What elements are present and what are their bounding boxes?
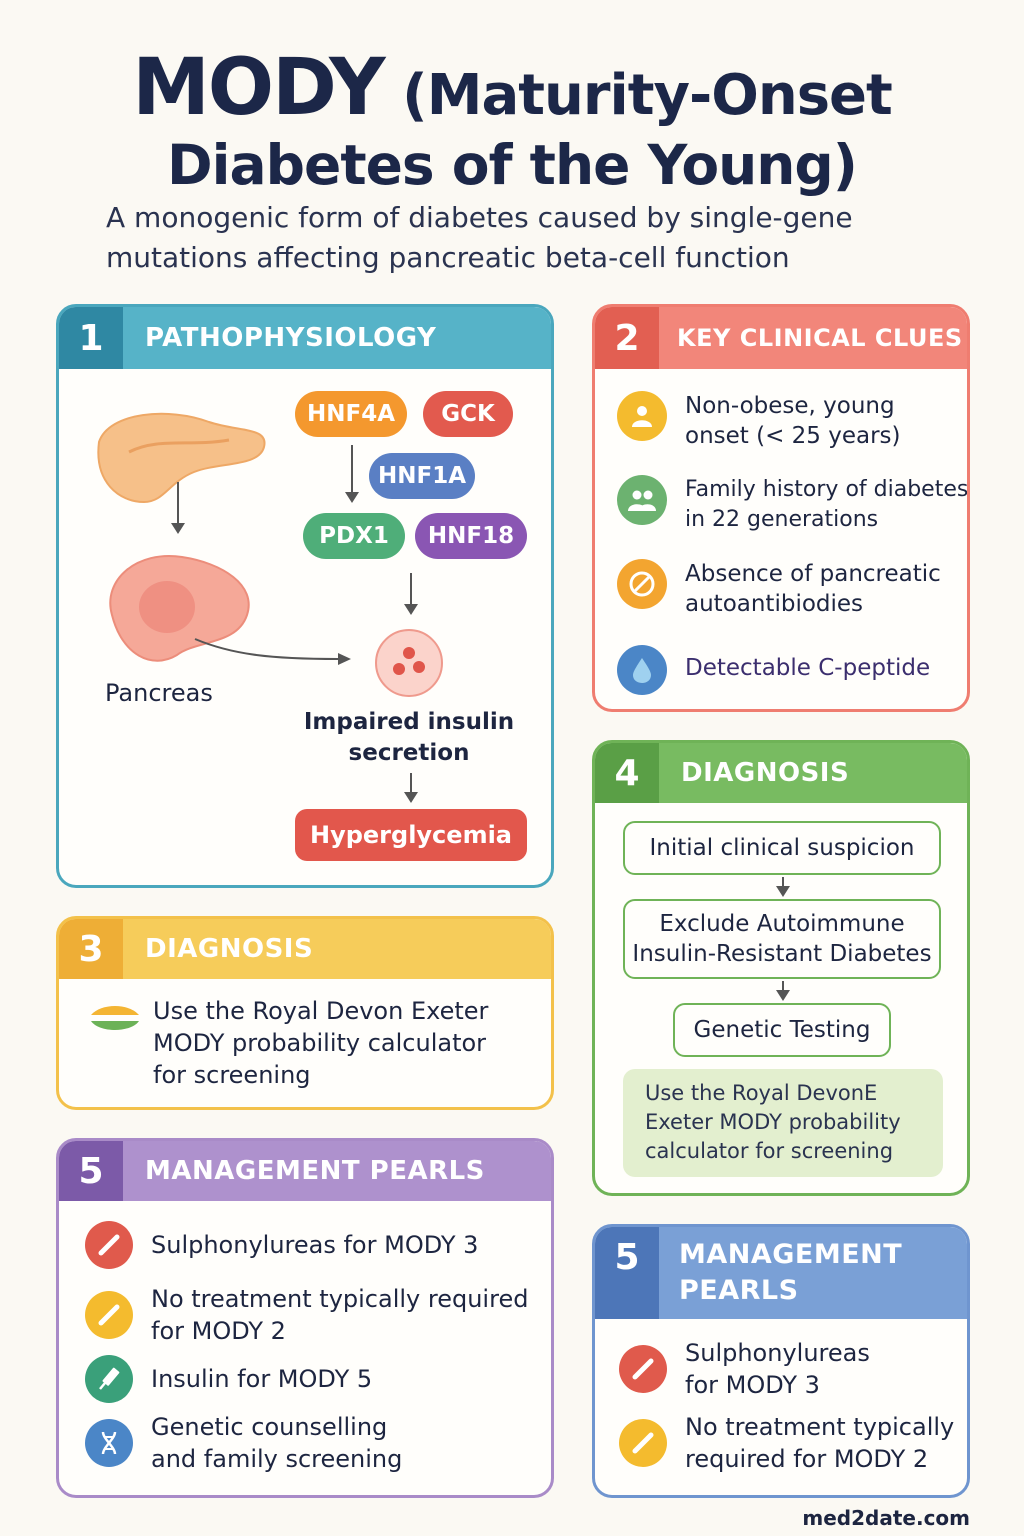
syringe-icon (85, 1355, 133, 1403)
clue-item: Family history of diabetes in 22 generat… (617, 475, 969, 535)
management-pearls-summary-card: 5 MANAGEMENT PEARLS Sulphonylureas for M… (592, 1224, 970, 1498)
gene-pill-hnf18: HNF18 (415, 513, 527, 559)
page-title: MODY (Maturity-Onset Diabetes of the You… (0, 43, 1024, 197)
clue-item: Detectable C-peptide (617, 645, 930, 695)
footer-credit: med2date.com (802, 1506, 970, 1530)
flow-arrow (776, 981, 790, 1001)
section-title: KEY CLINICAL CLUES (677, 324, 963, 352)
management-text: Sulphonylureas for MODY 3 (151, 1231, 479, 1259)
section-title: MANAGEMENT PEARLS (659, 1237, 902, 1309)
clinical-clues-header: 2 KEY CLINICAL CLUES (595, 307, 967, 369)
section-title-line1: MANAGEMENT (679, 1239, 903, 1270)
clue-item: Absence of pancreatic autoantibiodies (617, 559, 955, 619)
management-item: Genetic counselling and family screening (85, 1411, 431, 1475)
clue-text: Detectable C-peptide (685, 655, 931, 681)
drop-icon (617, 645, 667, 695)
dna-icon (85, 1419, 133, 1467)
pill-icon (85, 1221, 133, 1269)
flow-arrow (171, 482, 185, 534)
management-text: Sulphonylureas for MODY 3 (685, 1339, 870, 1399)
clue-item: Non-obese, young onset (< 25 years) (617, 391, 915, 451)
diagnosis-step-3: Genetic Testing (673, 1003, 891, 1057)
management-item: Sulphonylureas for MODY 3 (619, 1337, 885, 1401)
management-pearls-header: 5 MANAGEMENT PEARLS (59, 1141, 551, 1201)
diagnosis-summary-card: 3 DIAGNOSIS Use the Royal Devon Exeter M… (56, 916, 554, 1110)
diagnosis-pathway-header: 4 DIAGNOSIS (595, 743, 967, 803)
diagnosis-step-2: Exclude Autoimmune Insulin-Resistant Dia… (623, 899, 941, 979)
gene-pill-hnf1a: HNF1A (369, 453, 475, 499)
management-text: Insulin for MODY 5 (151, 1365, 373, 1393)
pathophysiology-card: 1 PATHOPHYSIOLOGY Pancreas HNF4A GCK HNF… (56, 304, 554, 888)
pancreas-icon (97, 412, 266, 504)
section-number: 5 (595, 1227, 659, 1319)
management-item: Insulin for MODY 5 (85, 1355, 372, 1403)
diagnosis-step-1: Initial clinical suspicion (623, 821, 941, 875)
pill-icon (619, 1419, 667, 1467)
gene-pill-gck: GCK (423, 391, 513, 437)
pill-icon (619, 1345, 667, 1393)
gene-pill-pdx1: PDX1 (303, 513, 405, 559)
management-pearls-summary-header: 5 MANAGEMENT PEARLS (595, 1227, 967, 1319)
outcome-label: Impaired insulin secretion (303, 709, 515, 766)
management-pearls-card: 5 MANAGEMENT PEARLS Sulphonylureas for M… (56, 1138, 554, 1498)
hyperglycemia-badge: Hyperglycemia (295, 809, 527, 861)
person-icon (617, 391, 667, 441)
clue-text: Non-obese, young onset (< 25 years) (685, 393, 901, 449)
gene-pill-hnf4a: HNF4A (295, 391, 407, 437)
section-number: 1 (59, 307, 123, 369)
section-title: DIAGNOSIS (145, 934, 314, 964)
calculator-icon (91, 1006, 139, 1030)
clinical-clues-card: 2 KEY CLINICAL CLUES Non-obese, young on… (592, 304, 970, 712)
title-expansion-part1: (Maturity-Onset (402, 63, 893, 128)
flow-arrow (404, 773, 418, 803)
management-text: No treatment typically required for MODY… (685, 1413, 955, 1473)
section-title: PATHOPHYSIOLOGY (145, 323, 437, 353)
management-item: No treatment typically required for MODY… (619, 1411, 955, 1475)
page-subtitle: A monogenic form of diabetes caused by s… (106, 201, 853, 274)
section-number: 3 (59, 919, 123, 979)
section-number: 5 (59, 1141, 123, 1201)
pancreas-label: Pancreas (105, 679, 213, 707)
diagnosis-pathway-card: 4 DIAGNOSIS Initial clinical suspicion E… (592, 740, 970, 1196)
flow-arrow (404, 573, 418, 615)
title-expansion-part2: Diabetes of the Young) (167, 132, 858, 197)
clue-text: Family history of diabetes in 22 generat… (685, 477, 969, 532)
management-item: No treatment typically required for MODY… (85, 1283, 541, 1347)
section-number: 4 (595, 743, 659, 803)
management-text: No treatment typically required for MODY… (151, 1285, 529, 1345)
management-text: Genetic counselling and family screening (151, 1413, 403, 1473)
flow-arrow (345, 445, 359, 503)
clue-text: Absence of pancreatic autoantibiodies (685, 561, 941, 617)
pill-icon (85, 1291, 133, 1339)
pathophysiology-header: 1 PATHOPHYSIOLOGY (59, 307, 551, 369)
diagnosis-summary-text: Use the Royal Devon Exeter MODY probabil… (153, 997, 489, 1089)
diagnosis-note: Use the Royal DevonE Exeter MODY probabi… (623, 1069, 943, 1177)
section-title-line2: PEARLS (679, 1275, 799, 1306)
islet-cell-icon (109, 555, 250, 662)
section-number: 2 (595, 307, 659, 369)
section-title: DIAGNOSIS (681, 758, 850, 788)
management-item: Sulphonylureas for MODY 3 (85, 1221, 478, 1269)
prohibited-icon (617, 559, 667, 609)
title-acronym: MODY (132, 43, 385, 133)
flow-arrow (776, 877, 790, 897)
section-title: MANAGEMENT PEARLS (145, 1156, 485, 1186)
diagnosis-summary-header: 3 DIAGNOSIS (59, 919, 551, 979)
beta-cell-icon (375, 629, 443, 697)
flow-arrow-curve (194, 638, 351, 665)
family-icon (617, 475, 667, 525)
